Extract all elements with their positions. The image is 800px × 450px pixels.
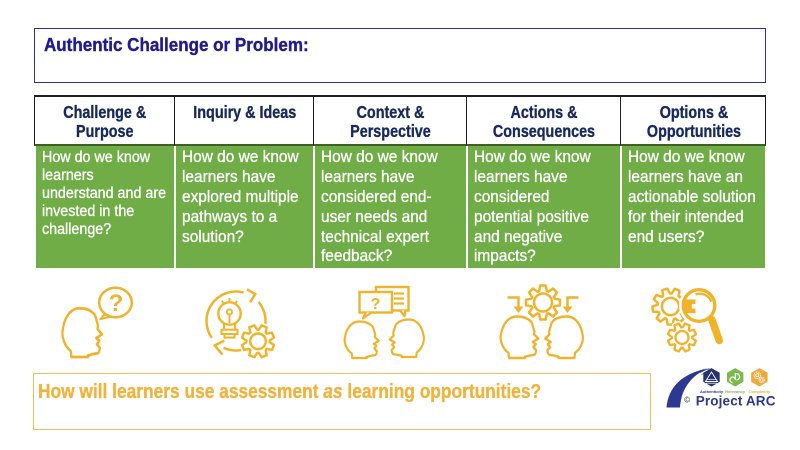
svg-text:Project ARC: Project ARC xyxy=(696,393,776,408)
svg-text:©: © xyxy=(684,395,690,404)
svg-text:Authenticity: Authenticity xyxy=(700,389,724,394)
svg-text:?: ? xyxy=(371,296,381,313)
svg-text:?: ? xyxy=(109,290,124,317)
svg-text:Complexity: Complexity xyxy=(749,389,771,394)
svg-text:Relevancy: Relevancy xyxy=(725,389,746,394)
